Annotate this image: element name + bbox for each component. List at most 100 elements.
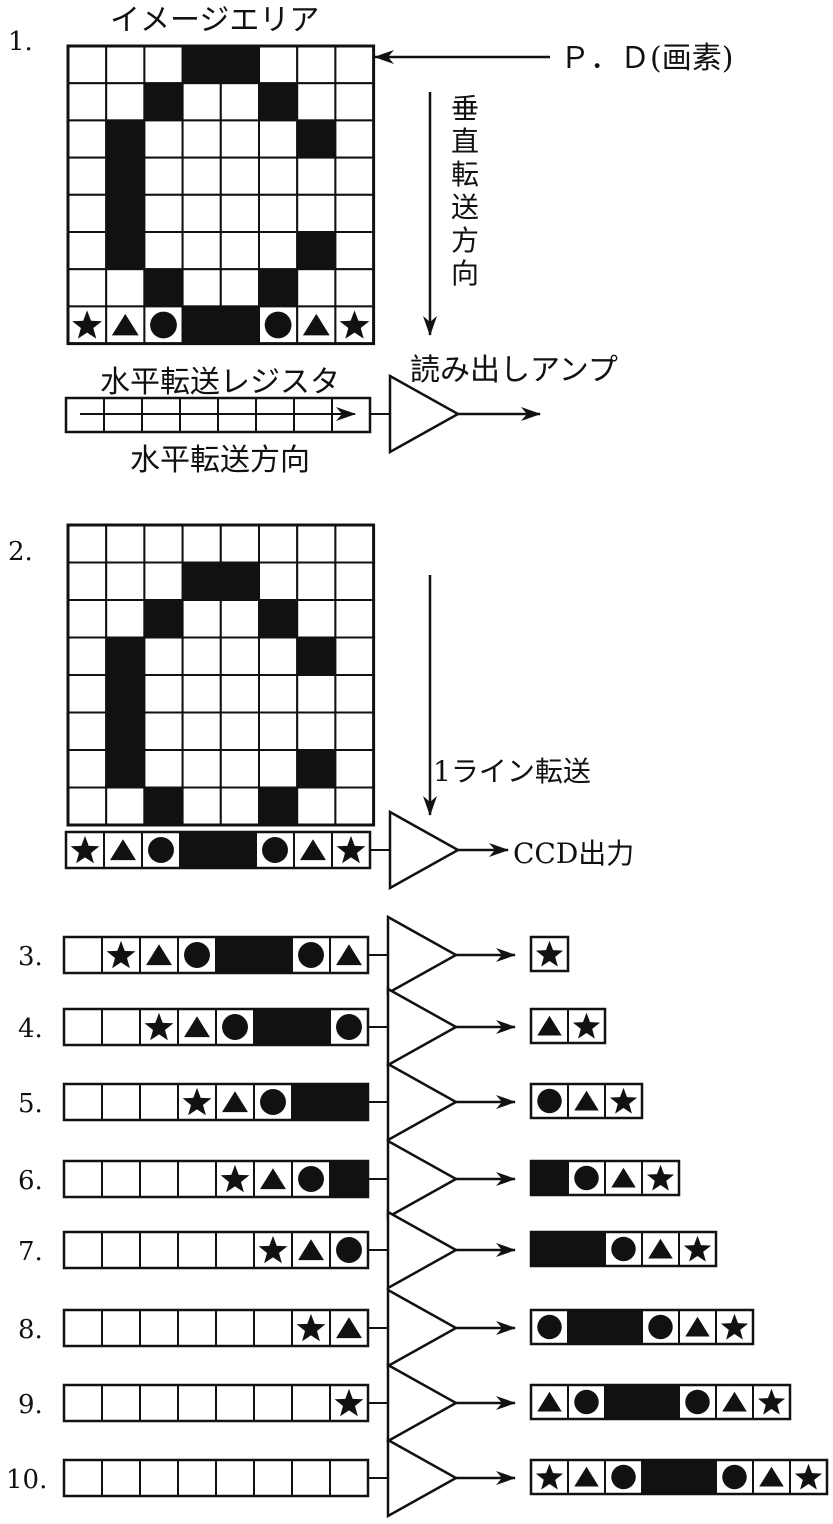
cell-black bbox=[296, 749, 337, 789]
cell-empty bbox=[334, 711, 375, 751]
cell-empty bbox=[139, 1384, 179, 1422]
ccd-output-sequence bbox=[529, 1383, 792, 1421]
star-icon bbox=[609, 1087, 638, 1114]
cell-empty bbox=[139, 1309, 179, 1347]
amplifier-triangle bbox=[386, 1287, 459, 1369]
cell-empty bbox=[258, 636, 299, 676]
readout-steps: 3.4.5.6.7.8.9.10. bbox=[6, 914, 829, 1519]
cell-empty bbox=[67, 82, 108, 122]
cell-black bbox=[105, 749, 146, 789]
cell-empty bbox=[143, 561, 184, 601]
amplifier-triangle bbox=[386, 914, 459, 996]
horizontal-register bbox=[62, 1159, 370, 1199]
cell-triangle bbox=[293, 831, 333, 869]
cell-star bbox=[604, 1083, 643, 1119]
cell-empty bbox=[258, 156, 299, 196]
cell-triangle bbox=[105, 305, 146, 345]
horizontal-register-label: 水平転送レジスタ bbox=[100, 365, 340, 400]
star-icon bbox=[683, 1235, 712, 1262]
cell-empty bbox=[181, 674, 222, 714]
cell-empty bbox=[181, 711, 222, 751]
cell-empty bbox=[177, 1309, 217, 1347]
triangle-icon bbox=[685, 1316, 710, 1337]
cell-empty bbox=[329, 1459, 369, 1497]
cell-empty bbox=[139, 1160, 179, 1198]
cell-empty bbox=[219, 268, 261, 308]
cell-empty bbox=[177, 1459, 217, 1497]
triangle-icon bbox=[260, 1168, 286, 1190]
cell-empty bbox=[63, 936, 103, 974]
circle-icon bbox=[298, 1166, 324, 1192]
circle-icon bbox=[262, 837, 288, 863]
cell-circle bbox=[177, 936, 217, 974]
cell-empty bbox=[139, 1231, 179, 1269]
cell-empty bbox=[334, 524, 375, 564]
star-icon bbox=[70, 835, 100, 864]
cell-triangle bbox=[253, 1160, 293, 1198]
cell-empty bbox=[215, 1309, 255, 1347]
triangle-icon bbox=[222, 1091, 248, 1113]
cell-empty bbox=[67, 119, 108, 159]
cell-empty bbox=[334, 82, 375, 122]
cell-empty bbox=[143, 45, 184, 85]
cell-star bbox=[789, 1459, 828, 1495]
amplifier-triangle bbox=[386, 1362, 459, 1444]
circle-icon bbox=[574, 1389, 599, 1415]
triangle-icon bbox=[648, 1238, 673, 1259]
cell-triangle bbox=[641, 1231, 680, 1267]
cell-empty bbox=[296, 268, 337, 308]
cell-empty bbox=[67, 786, 108, 826]
cell-black bbox=[105, 119, 146, 159]
cell-black bbox=[604, 1309, 643, 1345]
cell-empty bbox=[219, 156, 261, 196]
cell-black bbox=[329, 1160, 369, 1198]
triangle-icon bbox=[300, 839, 326, 861]
star-icon bbox=[336, 835, 366, 864]
vertical-transfer-label: 垂直転送方向 bbox=[451, 92, 479, 290]
circle-icon bbox=[336, 1014, 362, 1040]
cell-empty bbox=[253, 1309, 293, 1347]
horizontal-register-step2 bbox=[64, 830, 372, 870]
cell-empty bbox=[334, 636, 375, 676]
triangle-icon bbox=[611, 1167, 636, 1188]
cell-black bbox=[105, 674, 146, 714]
cell-circle bbox=[641, 1309, 680, 1345]
cell-circle bbox=[291, 1160, 331, 1198]
cell-circle bbox=[604, 1459, 643, 1495]
cell-empty bbox=[101, 1309, 141, 1347]
cell-black bbox=[179, 831, 219, 869]
cell-empty bbox=[63, 1083, 103, 1121]
cell-circle bbox=[567, 1384, 606, 1420]
cell-empty bbox=[67, 45, 108, 85]
cell-star bbox=[253, 1231, 293, 1269]
circle-icon bbox=[611, 1236, 636, 1262]
cell-black bbox=[641, 1384, 680, 1420]
cell-empty bbox=[296, 524, 337, 564]
cell-empty bbox=[296, 599, 337, 639]
cell-star bbox=[641, 1160, 680, 1196]
cell-triangle bbox=[177, 1008, 217, 1046]
cell-circle bbox=[567, 1160, 606, 1196]
triangle-icon bbox=[302, 313, 330, 336]
step-number-3: 3. bbox=[18, 942, 43, 972]
cell-empty bbox=[181, 636, 222, 676]
cell-empty bbox=[143, 193, 184, 234]
cell-empty bbox=[67, 231, 108, 271]
cell-triangle bbox=[103, 831, 143, 869]
star-icon bbox=[144, 1012, 174, 1041]
cell-empty bbox=[215, 1231, 255, 1269]
ccd-output-sequence bbox=[529, 1082, 644, 1120]
cell-empty bbox=[334, 749, 375, 789]
star-icon bbox=[182, 1087, 212, 1116]
cell-empty bbox=[177, 1384, 217, 1422]
cell-black bbox=[530, 1231, 569, 1267]
cell-empty bbox=[67, 599, 108, 639]
triangle-icon bbox=[336, 944, 362, 966]
readout-amplifier-step2 bbox=[370, 809, 509, 891]
cell-circle bbox=[604, 1231, 643, 1267]
cell-empty bbox=[291, 1459, 331, 1497]
photodiode-label: Ｐ．Ｄ(画素) bbox=[560, 41, 733, 76]
cell-black bbox=[253, 936, 293, 974]
cell-empty bbox=[67, 524, 108, 564]
amplifier-triangle bbox=[388, 373, 461, 455]
